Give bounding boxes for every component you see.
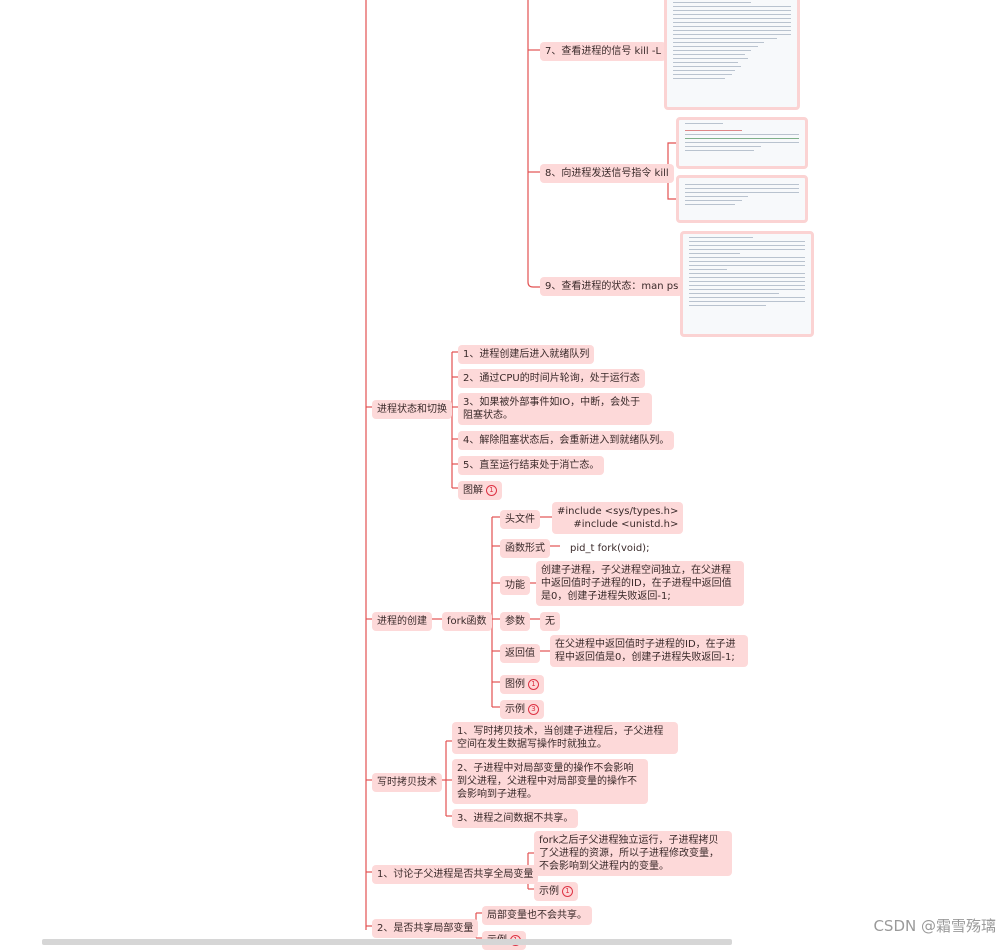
node-global-var-answer[interactable]: fork之后子父进程独立运行，子进程拷贝了父进程的资源，所以子进程修改变量，不会… xyxy=(534,831,732,876)
collapse-count-icon[interactable]: 3 xyxy=(528,703,539,715)
node-cow-root[interactable]: 写时拷贝技术 xyxy=(372,773,442,792)
node-cow-1[interactable]: 1、写时拷贝技术，当创建子进程后，子父进程空间在发生数据写操作时就独立。 xyxy=(452,722,678,754)
node-state-2[interactable]: 2、通过CPU的时间片轮询，处于运行态 xyxy=(458,369,645,388)
screenshot-man-ps xyxy=(680,231,814,337)
collapse-count-icon[interactable]: 1 xyxy=(562,885,573,897)
node-function[interactable]: 功能 xyxy=(500,576,530,595)
collapse-count-icon[interactable]: 1 xyxy=(486,484,497,496)
node-fork[interactable]: fork函数 xyxy=(442,612,492,631)
header-include-unistd: #include <unistd.h> xyxy=(573,519,679,530)
node-header[interactable]: 头文件 xyxy=(500,510,540,529)
node-return[interactable]: 返回值 xyxy=(500,644,540,663)
node-state-3[interactable]: 3、如果被外部事件如IO，中断，会处于阻塞状态。 xyxy=(458,393,652,425)
collapse-count-icon[interactable]: 1 xyxy=(528,678,539,690)
screenshot-kill-l xyxy=(664,0,800,110)
node-state-4[interactable]: 4、解除阻塞状态后，会重新进入到就绪队列。 xyxy=(458,431,675,450)
watermark: CSDN @霜雪殇璃 xyxy=(873,917,996,935)
node-state-5[interactable]: 5、直至运行结束处于消亡态。 xyxy=(458,456,605,475)
screenshot-kill-send-2 xyxy=(676,175,808,223)
horizontal-scrollbar[interactable] xyxy=(42,939,732,945)
node-man-ps[interactable]: 9、查看进程的状态：man ps xyxy=(540,277,684,296)
node-example-label: 示例 xyxy=(505,704,525,715)
node-local-var-answer[interactable]: 局部变量也不会共享。 xyxy=(482,906,592,925)
node-global-var[interactable]: 1、讨论子父进程是否共享全局变量 xyxy=(372,865,539,884)
node-return-value[interactable]: 在父进程中返回值时子进程的ID，在子进程中返回值是0，创建子进程失败返回-1; xyxy=(550,635,748,667)
node-state-1[interactable]: 1、进程创建后进入就绪队列 xyxy=(458,345,595,364)
node-global-var-example-label: 示例 xyxy=(539,886,559,897)
node-param[interactable]: 参数 xyxy=(500,612,530,631)
screenshot-kill-send-1 xyxy=(676,117,808,169)
node-cow-2[interactable]: 2、子进程中对局部变量的操作不会影响到父进程，父进程中对局部变量的操作不会影响到… xyxy=(452,759,648,804)
node-header-value[interactable]: #include <sys/types.h> #include <unistd.… xyxy=(552,502,684,534)
node-create-root[interactable]: 进程的创建 xyxy=(372,612,432,631)
node-form[interactable]: 函数形式 xyxy=(500,539,550,558)
node-param-value[interactable]: 无 xyxy=(540,612,560,631)
node-state-diagram-label: 图解 xyxy=(463,485,483,496)
node-state-root[interactable]: 进程状态和切换 xyxy=(372,400,452,419)
header-include-types: #include <sys/types.h> xyxy=(557,506,679,517)
node-function-value[interactable]: 创建子进程，子父进程空间独立，在父进程中返回值时子进程的ID，在子进程中返回值是… xyxy=(536,561,744,606)
node-kill-send[interactable]: 8、向进程发送信号指令 kill xyxy=(540,164,674,183)
node-kill-l[interactable]: 7、查看进程的信号 kill -L xyxy=(540,42,667,61)
node-local-var[interactable]: 2、是否共享局部变量 xyxy=(372,919,479,938)
node-figure-label: 图例 xyxy=(505,679,525,690)
node-cow-3[interactable]: 3、进程之间数据不共享。 xyxy=(452,809,579,828)
node-form-value[interactable]: pid_t fork(void); xyxy=(570,543,650,554)
